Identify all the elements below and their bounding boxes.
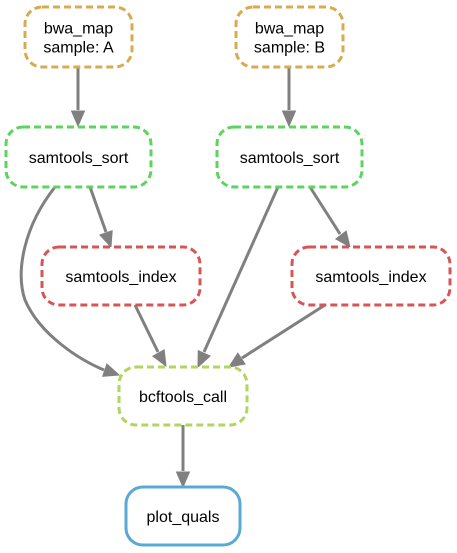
edge-bwa-map-a-to-samtools-sort-a <box>70 67 86 128</box>
arrowhead-icon <box>281 110 297 128</box>
edges-layer <box>19 67 351 489</box>
node-samtools-index-b[interactable]: samtools_index <box>290 245 452 307</box>
node-label: plot_quals <box>147 509 220 526</box>
arrowhead-icon <box>175 471 191 489</box>
edge-line <box>88 186 108 233</box>
edge-samtools-sort-b-to-samtools-index-b <box>308 186 351 249</box>
node-samtools-sort-b[interactable]: samtools_sort <box>215 125 364 189</box>
edge-samtools-sort-a-to-samtools-index-a <box>88 186 113 249</box>
arrowhead-icon <box>101 363 121 377</box>
edge-line <box>241 303 326 360</box>
edge-samtools-index-a-to-bcftools-call <box>133 304 167 368</box>
node-samtools-sort-a[interactable]: samtools_sort <box>4 125 153 189</box>
node-bcftools-call[interactable]: bcftools_call <box>117 365 249 427</box>
node-box <box>40 245 202 307</box>
node-box <box>117 365 249 427</box>
edge-bwa-map-b-to-samtools-sort-b <box>281 67 297 128</box>
node-box <box>23 5 134 69</box>
node-sublabel: sample: A <box>43 40 114 57</box>
edge-line <box>133 304 160 353</box>
arrowhead-icon <box>151 348 167 368</box>
node-label: samtools_index <box>65 269 176 286</box>
node-sublabel: sample: B <box>254 40 325 57</box>
node-box <box>124 485 242 547</box>
node-box <box>4 125 153 189</box>
node-bwa-map-b[interactable]: bwa_map sample: B <box>234 5 345 69</box>
node-label: samtools_sort <box>29 150 129 167</box>
node-label: bwa_map <box>255 21 324 38</box>
arrowhead-icon <box>334 230 351 249</box>
arrowhead-icon <box>197 349 211 369</box>
node-label: samtools_index <box>315 269 426 286</box>
node-label: samtools_sort <box>240 150 340 167</box>
arrowhead-icon <box>227 352 246 368</box>
edge-line <box>202 186 280 353</box>
edge-line <box>308 186 342 235</box>
node-samtools-index-a[interactable]: samtools_index <box>40 245 202 307</box>
node-plot-quals[interactable]: plot_quals <box>124 485 242 547</box>
node-box <box>215 125 364 189</box>
node-bwa-map-a[interactable]: bwa_map sample: A <box>23 5 134 69</box>
edge-samtools-sort-b-to-bcftools-call <box>197 186 280 369</box>
node-label: bwa_map <box>44 21 113 38</box>
node-box <box>290 245 452 307</box>
edge-bcftools-call-to-plot-quals <box>175 425 191 489</box>
node-label: bcftools_call <box>139 389 227 406</box>
nodes-layer: bwa_map sample: A bwa_map sample: B samtools… <box>4 5 452 547</box>
edge-line <box>19 186 105 372</box>
arrowhead-icon <box>70 110 86 128</box>
arrowhead-icon <box>99 229 113 249</box>
node-box <box>234 5 345 69</box>
edge-samtools-sort-a-to-bcftools-call <box>19 186 121 377</box>
edge-samtools-index-b-to-bcftools-call <box>227 303 326 368</box>
